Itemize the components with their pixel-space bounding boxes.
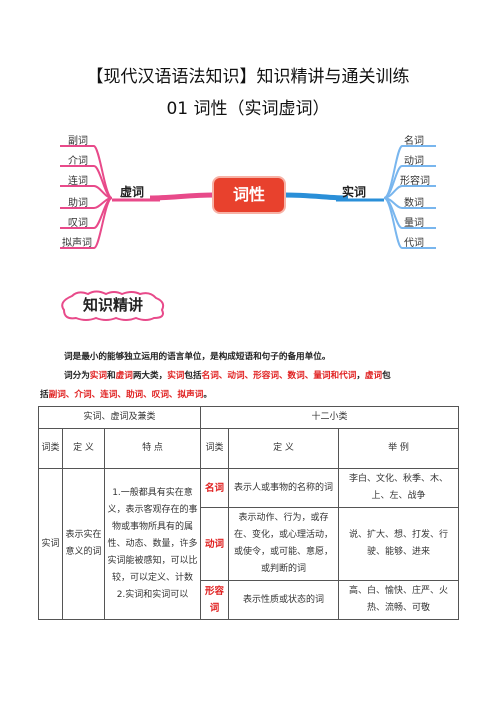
intro-highlight: 虚词: [364, 371, 383, 381]
right-leaf: 代词: [404, 238, 424, 249]
subclass-example: 说、扩大、想、打发、行驶、能够、进来: [338, 507, 459, 581]
left-leaf: 介词: [68, 156, 88, 167]
subclass-name: 形容词: [200, 580, 229, 620]
intro-text: 词分为: [64, 371, 90, 381]
intro-highlight: 实词: [167, 371, 185, 381]
title-line-1: 【现代汉语语法知识】知识精讲与通关训练: [86, 67, 410, 87]
cloud-badge-shape: [61, 290, 165, 321]
right-leaf: 数词: [404, 198, 424, 209]
table-row: 形容词 表示性质或状态的词 高、白、愉快、庄严、火热、流畅、可敬: [39, 580, 459, 620]
subheader-cell: 定 义: [228, 428, 339, 469]
left-leaf: 叹词: [68, 218, 88, 229]
subclass-definition: 表示动作、行为，或存在、变化，或心理活动，或使令，或可能、意愿，或判断的词: [228, 507, 339, 581]
left-leaf: 连词: [68, 176, 88, 187]
intro-text: 包: [382, 371, 391, 381]
table-header-left: 实词、虚词及兼类: [38, 406, 201, 429]
section-badge-label: 知识精讲: [82, 296, 143, 314]
intro-highlight: 名词、动词、形容词、数词、量词和代词: [201, 371, 357, 381]
intro-text: 包括: [184, 371, 202, 381]
table-row: 动词 表示动作、行为，或存在、变化，或心理活动，或使令，或可能、意愿，或判断的词…: [39, 507, 459, 581]
subclass-example: 李白、文化、秋季、木、上、左、战争: [338, 468, 459, 508]
intro-line-1: 词是最小的能够独立运用的语言单位，是构成短语和句子的备用单位。: [64, 352, 331, 362]
intro-text: ，: [356, 371, 365, 381]
subheader-cell: 举 例: [338, 428, 459, 469]
left-leaf: 拟声词: [62, 238, 92, 249]
subclass-name: 动词: [200, 507, 229, 581]
subheader-cell: 词类: [200, 428, 229, 469]
left-leaf-lines: [60, 145, 113, 249]
intro-text: 。: [203, 390, 212, 400]
word-class-table: 实词、虚词及兼类 十二小类 词类 定 义 特 点 词类 定 义 举 例 实词 表…: [38, 406, 459, 620]
intro-text: 两大类，: [132, 371, 168, 381]
row-definition: 表示实在意义的词: [62, 468, 105, 620]
table-row: 实词 表示实在意义的词 1.一般都具有实在意义，表示客观存在的事物或事物所具有的…: [38, 468, 459, 620]
mind-map-lines: [60, 145, 436, 249]
left-branch-label: 虚词: [120, 185, 145, 199]
intro-text: 和: [107, 371, 116, 381]
intro-line-2: 词分为实词和虚词两大类，实词包括名词、动词、形容词、数词、量词和代词，虚词包: [64, 369, 391, 381]
right-leaf: 动词: [404, 156, 424, 167]
right-leaf: 名词: [404, 136, 424, 147]
left-leaf: 助词: [68, 198, 88, 209]
subheader-cell: 词类: [38, 428, 63, 469]
table-header-right: 十二小类: [200, 406, 459, 429]
subclass-definition: 表示人或事物的名称的词: [228, 468, 339, 508]
row-features: 1.一般都具有实在意义，表示客观存在的事物或事物所具有的属性、动态、数量，许多实…: [104, 468, 201, 620]
intro-highlight: 实词: [89, 371, 107, 381]
right-leaf: 量词: [404, 218, 424, 229]
subheader-cell: 特 点: [104, 428, 201, 469]
intro-highlight: 副词、介词、连词、助词、叹词、拟声词: [48, 390, 204, 400]
center-node: 词性: [214, 178, 284, 212]
title-line-2: 01 词性（实词虚词）: [166, 99, 330, 119]
intro-highlight: 虚词: [115, 371, 133, 381]
right-trunk: [283, 192, 349, 201]
left-trunk: [149, 192, 215, 201]
subclass-definition: 表示性质或状态的词: [228, 580, 339, 620]
right-leaf-lines: [383, 145, 436, 249]
subclass-example: 高、白、愉快、庄严、火热、流畅、可敬: [338, 580, 459, 620]
mind-map: 词性 虚词 实词 副词 介词 连词 助词 叹词 拟声词 名词 动词 形容词 数词…: [0, 128, 496, 268]
subclass-name: 名词: [200, 468, 229, 508]
right-branch-label: 实词: [342, 185, 367, 199]
intro-line-3: 括副词、介词、连词、助词、叹词、拟声词。: [40, 388, 212, 400]
table-subheader-row: 词类 定 义 特 点 词类 定 义 举 例: [38, 428, 459, 469]
left-leaf: 副词: [68, 136, 88, 147]
row-category: 实词: [38, 468, 63, 620]
table-header-row: 实词、虚词及兼类 十二小类: [38, 406, 459, 429]
right-leaf: 形容词: [400, 176, 430, 187]
section-badge: 知识精讲: [58, 290, 168, 322]
subheader-cell: 定 义: [62, 428, 105, 469]
intro-text: 括: [40, 390, 49, 400]
